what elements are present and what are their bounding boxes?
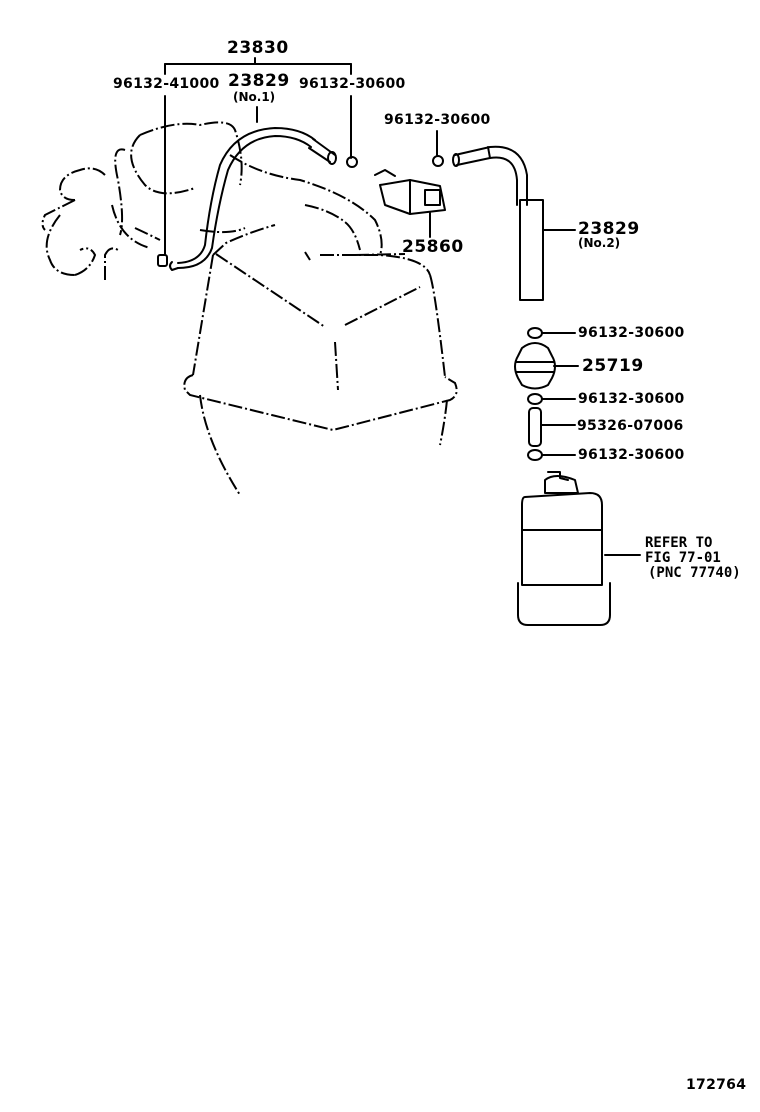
label-refer-line1: REFER TO [645, 535, 713, 551]
clamp-upper-drawing [432, 155, 444, 167]
label-filter-25719: 25719 [582, 356, 644, 376]
charcoal-canister-drawing [517, 471, 641, 626]
label-hose-no1-part: 23829 [228, 71, 290, 91]
air-cleaner-box [183, 224, 458, 496]
label-clamp-upper: 96132-30600 [384, 112, 491, 128]
label-hose-95326: 95326-07006 [577, 418, 684, 434]
label-clamp-c: 96132-30600 [578, 447, 685, 463]
figure-number: 172764 [686, 1077, 747, 1093]
clamp-left-drawing [157, 254, 168, 267]
label-clamp-a: 96132-30600 [578, 325, 685, 341]
label-assembly-23830: 23830 [227, 38, 289, 58]
label-clamp-left: 96132-41000 [113, 76, 220, 92]
label-hose-no2-part: 23829 [578, 219, 640, 239]
label-hose-no1-sub: (No.1) [233, 90, 276, 104]
label-refer-line2: FIG 77-01 [645, 550, 721, 566]
hose-no1 [169, 127, 337, 271]
label-refer-line3: (PNC 77740) [648, 565, 741, 581]
label-hose-no2-sub: (No.2) [578, 236, 621, 250]
label-clamp-top-right: 96132-30600 [299, 76, 406, 92]
label-clamp-b: 96132-30600 [578, 391, 685, 407]
clamp-top-right-drawing [346, 156, 358, 168]
filter-stack [514, 327, 579, 461]
assembly-bracket [164, 57, 352, 75]
label-vsv-25860: 25860 [402, 237, 464, 257]
vsv-25860-drawing [374, 169, 446, 238]
engine-outline [41, 121, 406, 280]
hose-no2 [452, 145, 576, 301]
